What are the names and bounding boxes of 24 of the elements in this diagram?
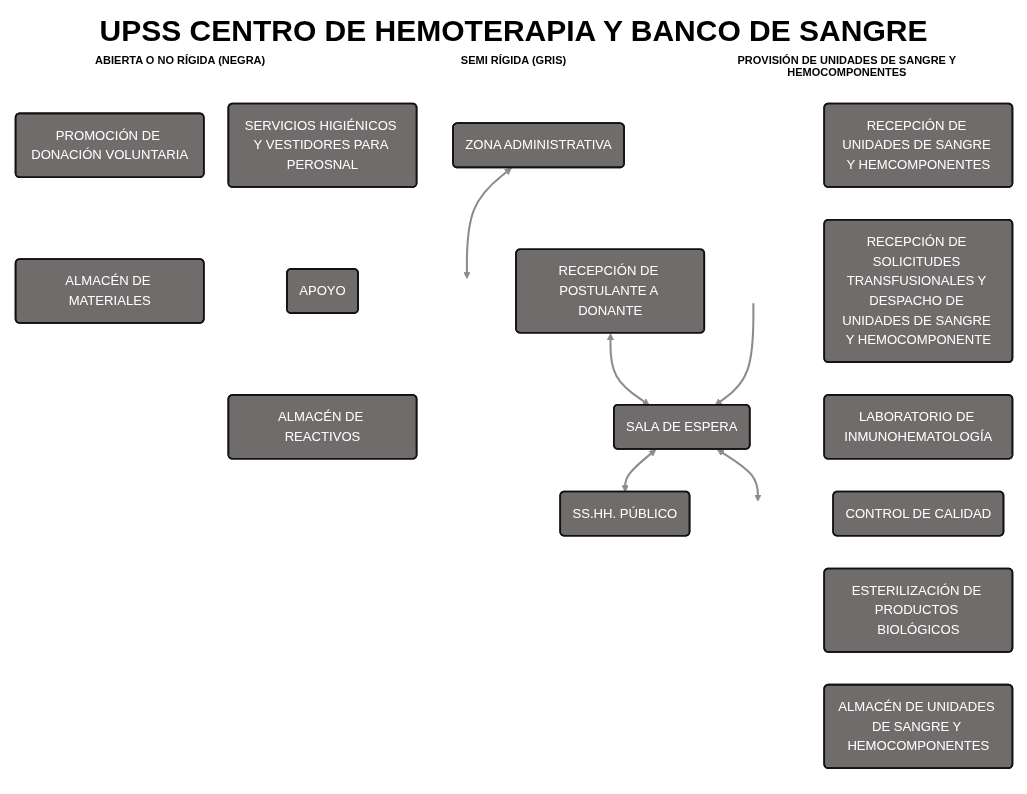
zone-heading: PROVISIÓN DE UNIDADES DE SANGRE Y HEMOCOMPONENTES bbox=[736, 54, 958, 78]
room-box: ALMACÉN DE REACTIVOS bbox=[227, 394, 417, 460]
room-box: APOYO bbox=[285, 268, 359, 315]
double-arrow bbox=[462, 167, 512, 280]
room-box: ZONA ADMINISTRATIVA bbox=[451, 122, 625, 169]
room-box: ALMACÉN DE MATERIALES bbox=[14, 258, 205, 324]
double-arrow bbox=[716, 449, 761, 502]
room-box: PROMOCIÓN DE DONACIÓN VOLUNTARIA bbox=[14, 112, 205, 179]
diagram-title: UPSS CENTRO DE HEMOTERAPIA Y BANCO DE SANGRE bbox=[99, 14, 928, 48]
room-box: SALA DE ESPERA bbox=[612, 404, 751, 450]
room-box: LABORATORIO DE INMUNOHEMATOLOGÍA bbox=[822, 394, 1013, 460]
zone-heading: ABIERTA O NO RÍGIDA (NEGRA) bbox=[94, 54, 267, 68]
room-box: SS.HH. PÚBLICO bbox=[558, 490, 690, 537]
room-box: ALMACÉN DE UNIDADES DE SANGRE Y HEMOCOMPONENTES bbox=[822, 684, 1013, 770]
room-box: SERVICIOS HIGIÉNICOS Y VESTIDORES PARA PEROSNAL bbox=[227, 102, 417, 188]
room-box: RECEPCIÓN DE SOLICITUDES TRANSFUSIONALES Y DESPACHO DE UNIDADES DE SANGRE Y HEMOCOMPONENTE bbox=[822, 219, 1013, 364]
room-box: RECEPCIÓN DE POSTULANTE A DONANTE bbox=[514, 248, 705, 334]
double-arrow bbox=[606, 333, 650, 406]
double-arrow bbox=[714, 303, 754, 406]
room-box: RECEPCIÓN DE UNIDADES DE SANGRE Y HEMCOMPONENTES bbox=[822, 102, 1013, 188]
double-arrow bbox=[621, 449, 656, 493]
room-box: ESTERILIZACIÓN DE PRODUCTOS BIOLÓGICOS bbox=[822, 567, 1013, 653]
zone-heading: SEMI RÍGIDA (GRIS) bbox=[459, 54, 568, 68]
room-box: CONTROL DE CALIDAD bbox=[831, 490, 1004, 537]
